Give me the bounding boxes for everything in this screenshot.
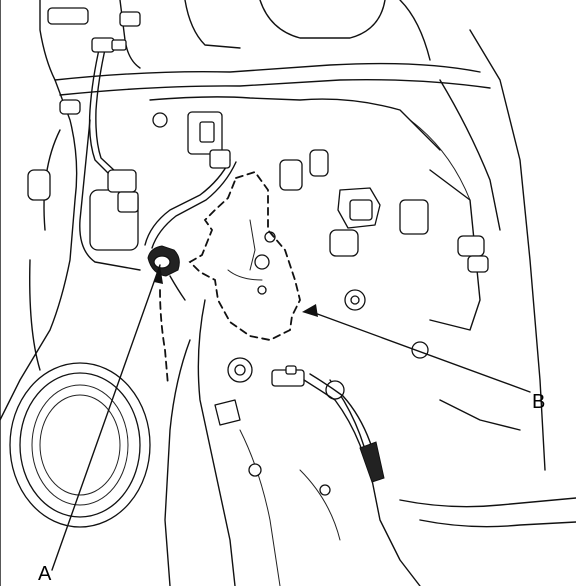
leader-lines (51, 264, 531, 571)
callout-label-b: B (532, 391, 545, 413)
actuator-cable (159, 289, 169, 386)
connector-a (147, 245, 186, 301)
callout-label-a: A (38, 563, 52, 585)
connector-lower (271, 365, 385, 483)
panel-cutouts (27, 7, 489, 496)
wire-harness (88, 37, 237, 249)
speaker (9, 362, 151, 528)
door-lock-actuator (188, 170, 301, 341)
